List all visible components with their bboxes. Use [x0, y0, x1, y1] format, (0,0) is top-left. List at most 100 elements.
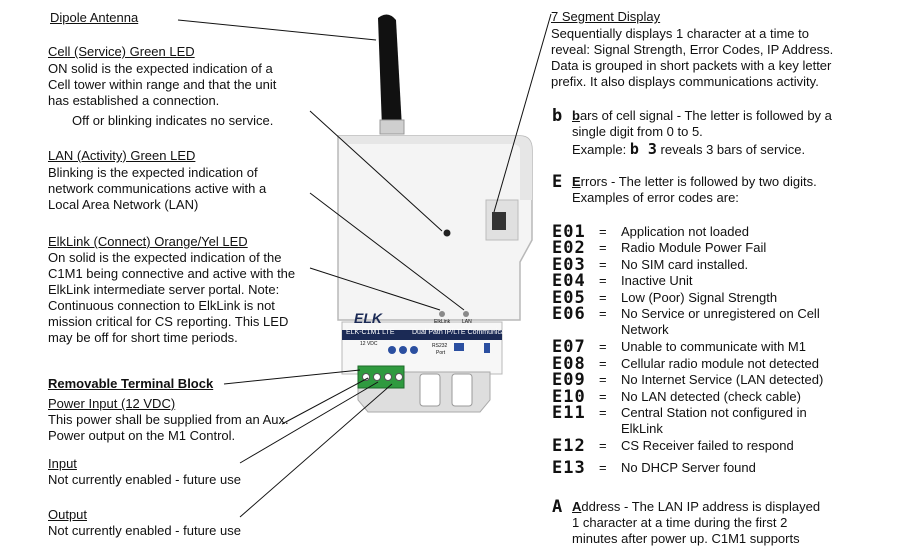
dipole-antenna [378, 14, 405, 135]
error-description: Radio Module Power Fail [621, 240, 767, 255]
bars-symbol: b [552, 106, 564, 126]
leader-lines [177, 13, 552, 518]
bars-line-1-text: ars of cell signal - The letter is follo… [579, 108, 832, 123]
seg-line-3: Data is grouped in short packets with a … [551, 58, 832, 73]
seg-line-2: reveal: Signal Strength, Error Codes, IP… [551, 42, 834, 57]
address-symbol: A [552, 497, 564, 517]
error-description: No DHCP Server found [621, 460, 756, 475]
error-description: Cellular radio module not detected [621, 356, 820, 371]
power-input-line-2: Power output on the M1 Control. [48, 428, 236, 443]
error-description: No Service or unregistered on Cell [621, 306, 820, 321]
bars-example: Example: b 3 reveals 3 bars of service. [572, 141, 805, 158]
device-enclosure [337, 135, 533, 413]
elklink-line-4: Continuous connection to ElkLink is not [48, 298, 275, 313]
equals-sign: = [599, 290, 607, 305]
error-description: No Internet Service (LAN detected) [621, 372, 824, 387]
errors-line-1-text: rrors - The letter is followed by two di… [580, 174, 817, 189]
input-description: Not currently enabled - future use [48, 472, 241, 487]
bars-example-text: reveals 3 bars of service. [660, 142, 806, 157]
errors-line-1: Errors - The letter is followed by two d… [572, 174, 817, 190]
address-key-letter: A [572, 499, 582, 514]
cell-led-line-1: ON solid is the expected indication of a [48, 61, 273, 76]
equals-sign: = [599, 405, 607, 420]
elklink-line-3: ElkLink intermediate server portal. Note… [48, 282, 280, 297]
cell-led-line-2: Cell tower within range and that the uni… [48, 77, 277, 92]
cell-led-title: Cell (Service) Green LED [48, 44, 195, 59]
led-label-elklink: ElkLink [434, 319, 451, 325]
equals-sign: = [599, 224, 607, 239]
equals-sign: = [599, 389, 607, 404]
seg-line-4: prefix. It also displays communications … [551, 74, 819, 89]
power-terminal-label: 12 VDC [360, 341, 378, 347]
error-code: E03 [552, 255, 586, 275]
error-description: Central Station not configured in [621, 405, 807, 420]
power-input-line-1: This power shall be supplied from an Aux… [48, 412, 289, 427]
device-brand: ELK [354, 310, 382, 326]
seg-display-title: 7 Segment Display [551, 9, 661, 24]
error-description: Low (Poor) Signal Strength [621, 290, 778, 305]
error-code: E02 [552, 238, 586, 258]
address-line-1: Address - The LAN IP address is displaye… [572, 499, 820, 515]
equals-sign: = [599, 460, 607, 475]
bars-line-2: single digit from 0 to 5. [572, 124, 703, 139]
equals-sign: = [599, 372, 607, 387]
lan-led-line-1: Blinking is the expected indication of [48, 165, 258, 180]
equals-sign: = [599, 257, 607, 272]
error-code: E12 [552, 436, 586, 456]
input-title: Input [48, 456, 77, 471]
error-code: E01 [552, 222, 586, 242]
equals-sign: = [599, 356, 607, 371]
error-code: E04 [552, 271, 586, 291]
equals-sign: = [599, 438, 607, 453]
error-description: No SIM card installed. [621, 257, 749, 272]
terminal-block-title: Removable Terminal Block [48, 376, 214, 391]
elklink-line-1: On solid is the expected indication of t… [48, 250, 282, 265]
error-description-cont: Network [621, 322, 669, 337]
error-code: E13 [552, 458, 586, 478]
error-description-cont: ElkLink [621, 421, 663, 436]
seg-line-1: Sequentially displays 1 character at a t… [551, 26, 809, 41]
bars-line-1: bars of cell signal - The letter is foll… [572, 108, 832, 124]
cell-led-note: Off or blinking indicates no service. [72, 113, 274, 128]
elklink-line-6: may be off for short time periods. [48, 330, 238, 345]
output-description: Not currently enabled - future use [48, 523, 241, 538]
error-description: Unable to communicate with M1 [621, 339, 806, 354]
errors-key-letter: E [572, 174, 581, 189]
cell-led-line-3: has established a connection. [48, 93, 220, 108]
address-line-3: minutes after power up. C1M1 supports [572, 531, 800, 546]
equals-sign: = [599, 339, 607, 354]
errors-symbol: E [552, 172, 564, 192]
error-description: CS Receiver failed to respond [621, 438, 794, 453]
led-label-lan: LAN [462, 319, 472, 325]
lan-led-line-2: network communications active with a [48, 181, 267, 196]
bars-example-label: Example: [572, 142, 627, 157]
elklink-line-5: mission critical for CS reporting. This … [48, 314, 289, 329]
power-input-title: Power Input (12 VDC) [48, 396, 176, 411]
address-line-1-text: ddress - The LAN IP address is displayed [581, 499, 821, 514]
error-description: Inactive Unit [621, 273, 693, 288]
error-description: Application not loaded [621, 224, 749, 239]
lan-led-line-3: Local Area Network (LAN) [48, 197, 199, 212]
elklink-line-2: C1M1 being connective and active with th… [48, 266, 296, 281]
equals-sign: = [599, 306, 607, 321]
rs232-port-label-2: Port [436, 350, 446, 356]
error-code: E06 [552, 304, 586, 324]
output-title: Output [48, 507, 88, 522]
rs232-port-label: RS232 [432, 343, 448, 349]
device-subtitle: Dual Path IP/LTE Communicator [412, 329, 514, 336]
error-code: E11 [552, 403, 586, 423]
error-description: No LAN detected (check cable) [621, 389, 801, 404]
elklink-led-title: ElkLink (Connect) Orange/Yel LED [48, 234, 248, 249]
dipole-antenna-title: Dipole Antenna [50, 10, 139, 25]
error-code: E10 [552, 387, 586, 407]
address-line-2: 1 character at a time during the first 2 [572, 515, 788, 530]
lan-led-title: LAN (Activity) Green LED [48, 148, 196, 163]
device-model: ELK-C1M1 LTE [346, 329, 395, 336]
equals-sign: = [599, 240, 607, 255]
error-code: E09 [552, 370, 586, 390]
error-code: E08 [552, 354, 586, 374]
error-code: E05 [552, 288, 586, 308]
bars-example-code: b 3 [629, 140, 657, 158]
bars-key-letter: b [572, 108, 580, 123]
